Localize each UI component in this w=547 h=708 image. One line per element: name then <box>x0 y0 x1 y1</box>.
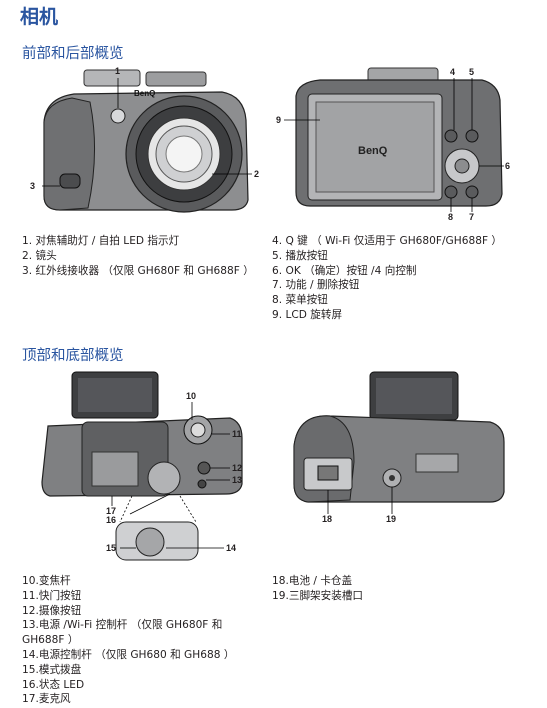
list-item: 7. 功能 / 删除按钮 <box>272 279 360 292</box>
parts-list-front: 1. 对焦辅助灯 / 自拍 LED 指示灯 2. 镜头 3. 红外线接收器 （仅… <box>22 234 254 278</box>
list-item: 19.三脚架安装槽口 <box>272 589 364 602</box>
callout-7: 7 <box>469 212 474 222</box>
callout-6: 6 <box>505 161 510 171</box>
list-item: 1. 对焦辅助灯 / 自拍 LED 指示灯 <box>22 235 180 247</box>
callout-14: 14 <box>226 543 236 553</box>
camera-bottom-figure: 18 19 <box>284 366 514 526</box>
callout-17: 17 <box>106 506 116 516</box>
callout-9: 9 <box>276 115 281 125</box>
back-brand-logo: BenQ <box>358 145 388 157</box>
section-heading-top-bottom: 顶部和底部概览 <box>22 348 124 364</box>
callout-2: 2 <box>254 169 259 179</box>
list-item: 5. 播放按钮 <box>272 249 328 262</box>
list-item: 4. Q 键 （ Wi-Fi 仅适用于 GH680F/GH688F ） <box>272 235 502 247</box>
callout-3: 3 <box>30 181 35 191</box>
parts-list-bottom: 18.电池 / 卡仓盖 19.三脚架安装槽口 <box>272 574 363 604</box>
camera-back-figure: BenQ 4 5 6 7 8 9 <box>276 62 516 222</box>
callout-12: 12 <box>232 463 242 473</box>
list-item: 14.电源控制杆 （仅限 GH680 和 GH688 ） <box>22 648 235 661</box>
list-item: 3. 红外线接收器 （仅限 GH680F 和 GH688F ） <box>22 264 254 277</box>
list-item: 6. OK （确定）按钮 /4 向控制 <box>272 264 417 277</box>
list-item: 17.麦克风 <box>22 693 71 706</box>
callout-10: 10 <box>186 391 196 401</box>
callout-16: 16 <box>106 515 116 525</box>
camera-top-figure: 10 11 12 13 14 15 16 17 <box>20 366 260 564</box>
list-item: 16.状态 LED <box>22 678 85 691</box>
callout-19: 19 <box>386 514 396 524</box>
list-item: 10.变焦杆 <box>22 575 71 587</box>
list-item: 15.模式拨盘 <box>22 663 82 676</box>
section-heading-front-back: 前部和后部概览 <box>22 46 124 62</box>
callout-5: 5 <box>469 67 474 77</box>
parts-list-top: 10.变焦杆 11.快门按钮 12.摄像按钮 13.电源 /Wi-Fi 控制杆 … <box>22 574 234 707</box>
front-brand-logo: BenQ <box>134 89 155 98</box>
page-title: 相机 <box>20 6 59 28</box>
camera-front-figure: BenQ 1 2 3 <box>26 62 266 222</box>
callout-15: 15 <box>106 543 116 553</box>
list-item: 12.摄像按钮 <box>22 604 82 617</box>
list-item: 8. 菜单按钮 <box>272 294 328 307</box>
callout-11: 11 <box>232 429 242 439</box>
list-item: 2. 镜头 <box>22 249 57 262</box>
list-item: 13.电源 /Wi-Fi 控制杆 （仅限 GH680F 和 <box>22 619 223 632</box>
list-item: 9. LCD 旋转屏 <box>272 308 343 321</box>
callout-1: 1 <box>115 66 120 76</box>
callout-18: 18 <box>322 514 332 524</box>
callout-8: 8 <box>448 212 453 222</box>
list-item: 11.快门按钮 <box>22 589 82 602</box>
callout-4: 4 <box>450 67 455 77</box>
callout-13: 13 <box>232 475 242 485</box>
list-item: 18.电池 / 卡仓盖 <box>272 575 353 587</box>
parts-list-back: 4. Q 键 （ Wi-Fi 仅适用于 GH680F/GH688F ） 5. 播… <box>272 234 502 323</box>
list-item: GH688F ） <box>22 634 79 647</box>
